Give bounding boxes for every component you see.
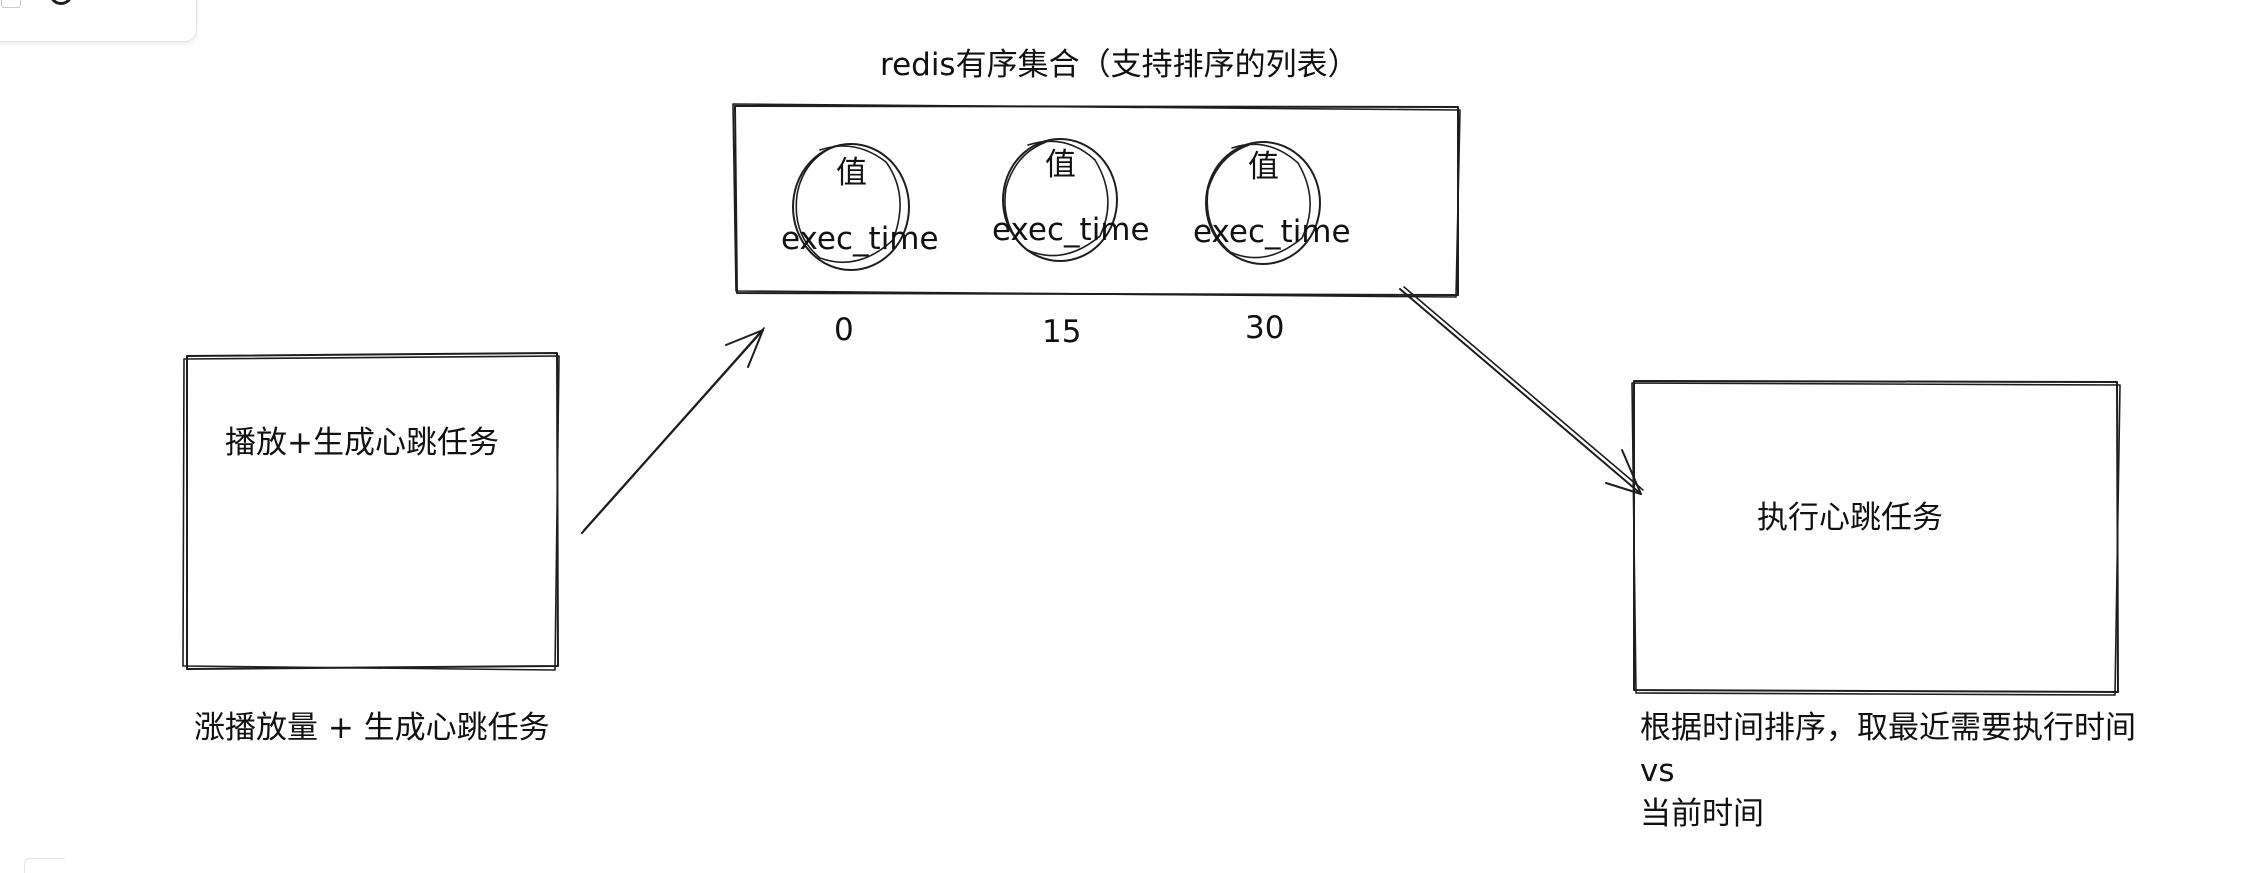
producer-caption: 涨播放量 + 生成心跳任务 <box>194 710 550 746</box>
zset-container <box>732 103 1461 298</box>
zset-member-score-3: 30 <box>1245 310 1285 346</box>
zset-member-value-2: 值 <box>1045 147 1076 183</box>
zset-member-value-1: 值 <box>836 155 867 191</box>
consumer-caption: 根据时间排序，取最近需要执行时间 vs 当前时间 <box>1640 707 2136 836</box>
zset-member-value-3: 值 <box>1248 149 1279 185</box>
partial-toolbar[interactable] <box>0 0 197 42</box>
zset-member-field-3: exec_time <box>1193 214 1351 250</box>
zset-member-circle-3 <box>1205 141 1321 265</box>
zset-member-field-1: exec_time <box>781 221 939 257</box>
zset-member-field-2: exec_time <box>992 212 1150 248</box>
consumer-box <box>1631 380 2121 696</box>
zset-member-score-1: 0 <box>834 312 854 348</box>
zset-member-score-2: 15 <box>1042 314 1082 350</box>
consumer-caption-line-2: vs <box>1640 753 1675 789</box>
zset-member-circle-1 <box>792 143 910 271</box>
zset-title: redis有序集合（支持排序的列表） <box>880 47 1359 83</box>
arrow-producer-to-zset <box>581 327 765 534</box>
producer-box-label: 播放+生成心跳任务 <box>225 425 499 461</box>
arrow-zset-to-consumer <box>1399 286 1644 495</box>
consumer-caption-line-3: 当前时间 <box>1640 796 1764 832</box>
consumer-box-label: 执行心跳任务 <box>1757 500 1943 536</box>
producer-box <box>182 352 560 671</box>
zset-member-circle-2 <box>1002 138 1118 262</box>
checkbox-icon[interactable] <box>1 0 21 8</box>
consumer-caption-line-1: 根据时间排序，取最近需要执行时间 <box>1640 710 2136 746</box>
